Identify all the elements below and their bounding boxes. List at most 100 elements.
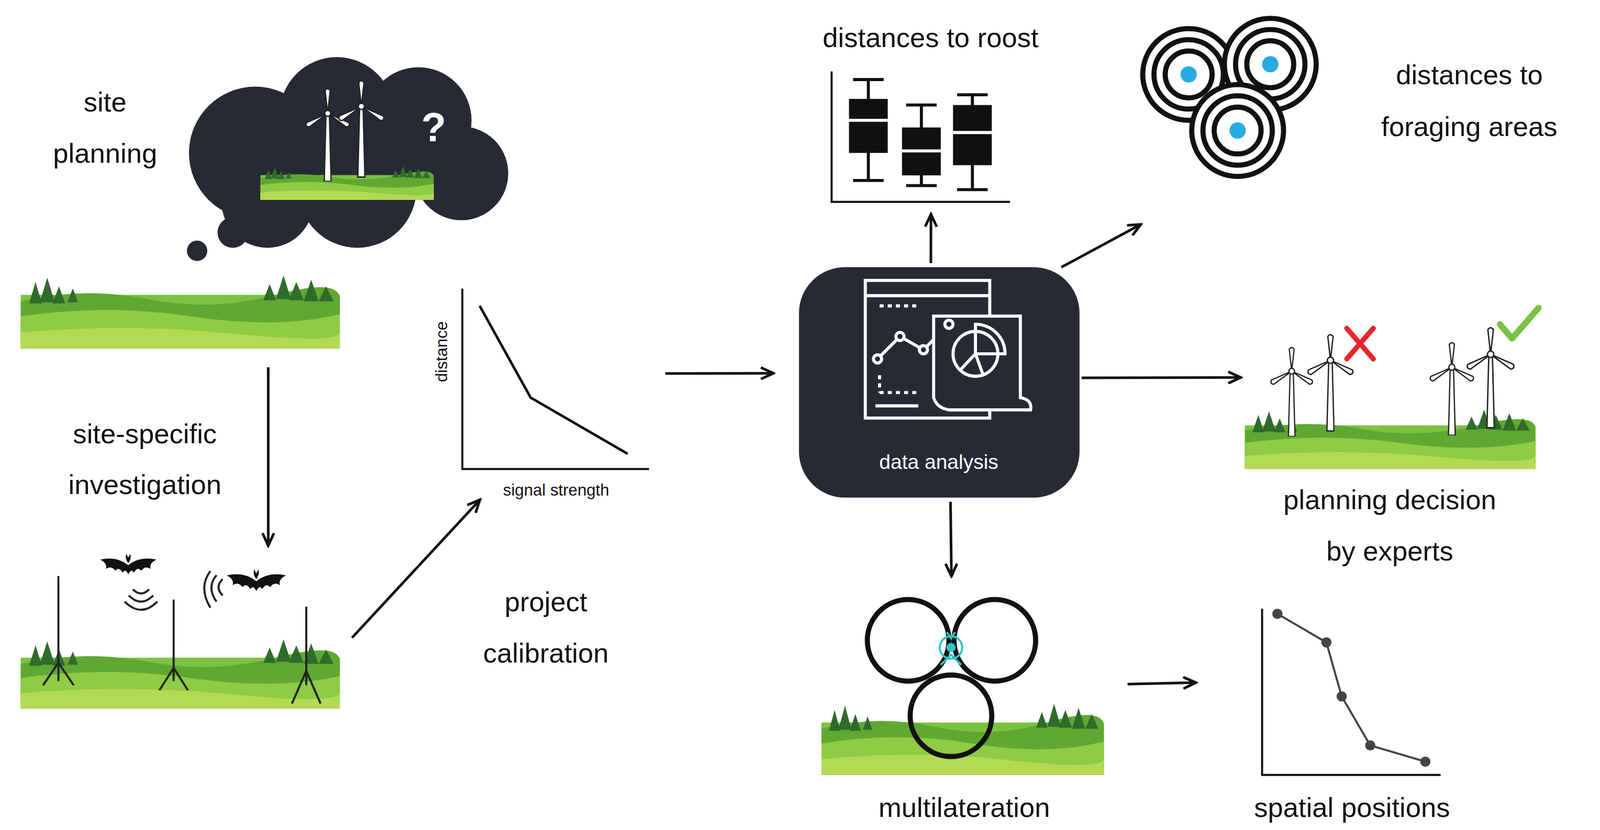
analysis-box	[919, 346, 928, 355]
arrow-line	[1081, 376, 1241, 380]
flow-arrow	[950, 502, 952, 577]
multilateration-panel: multilateration	[821, 596, 1105, 776]
arrow-line	[950, 502, 952, 577]
node-label: spatial positions	[1253, 791, 1450, 825]
decision-landscape	[1306, 334, 1354, 431]
investigation-landscape	[20, 639, 340, 709]
calibration-plot	[479, 306, 628, 455]
box-plot	[852, 179, 884, 183]
investigation-landscape	[159, 668, 174, 691]
positions-plot	[1321, 637, 1332, 648]
investigation-landscape	[218, 579, 223, 596]
cloud-landscape	[260, 80, 434, 200]
analysis-box	[945, 320, 954, 329]
positions-plot	[1420, 757, 1431, 768]
decision-landscape	[1245, 307, 1539, 470]
positions-panel: spatial positions	[1262, 607, 1441, 776]
multilateration-figure	[867, 600, 950, 682]
analysis-box	[798, 267, 1080, 498]
investigation-landscape	[58, 662, 74, 686]
analysis-box	[873, 320, 953, 364]
foraging-rings	[1214, 107, 1262, 155]
positions-plot	[1262, 608, 1441, 776]
decision-landscape	[1270, 347, 1314, 437]
decision-landscape	[1346, 328, 1374, 359]
calibration-panel: project calibration	[453, 280, 653, 475]
foraging-dots	[1229, 122, 1246, 139]
node-label: project calibration	[467, 576, 625, 679]
arrow-line	[351, 500, 480, 639]
calibration-plot	[462, 288, 650, 470]
foraging-rings	[1165, 50, 1213, 98]
site-landscape	[20, 275, 340, 349]
investigation-panel: site-specific investigation	[20, 550, 340, 709]
box-plot	[906, 184, 937, 188]
analysis-box	[798, 267, 1080, 498]
node-label: multilateration	[878, 791, 1051, 825]
decision-landscape	[1346, 328, 1374, 359]
cloud-landscape	[260, 166, 434, 200]
analysis-box	[879, 391, 919, 395]
box-plot	[852, 78, 884, 82]
cloud-landscape	[305, 89, 351, 182]
box-plot	[952, 105, 992, 166]
analysis-box	[933, 316, 1031, 410]
foraging-panel: distances to foraging areas	[1140, 18, 1322, 184]
investigation-landscape	[20, 553, 340, 709]
flow-arrow	[1127, 682, 1197, 685]
multilateration-figure	[821, 704, 1105, 776]
investigation-landscape	[292, 671, 307, 704]
multilateration-figure	[909, 675, 992, 758]
analysis-box	[865, 294, 991, 298]
foraging-rings	[1191, 84, 1284, 177]
flow-arrow	[665, 373, 774, 374]
analysis-box	[878, 375, 882, 393]
analysis-box	[895, 332, 905, 341]
investigation-landscape	[132, 589, 150, 594]
box-plot	[957, 187, 988, 192]
box-plot	[849, 120, 993, 151]
node-label: site-specific investigation	[55, 408, 235, 511]
investigation-landscape	[211, 575, 217, 603]
decision-landscape	[1500, 307, 1539, 339]
node-label: distances to roost	[822, 20, 1039, 55]
positions-plot	[1272, 608, 1283, 619]
decision-panel: planning decision by experts	[1245, 310, 1536, 470]
flow-arrow	[351, 500, 480, 639]
decision-landscape	[1465, 327, 1515, 428]
foraging-rings	[1203, 95, 1273, 165]
decision-landscape	[1346, 328, 1374, 359]
box-plot	[849, 118, 888, 122]
investigation-landscape	[306, 671, 321, 704]
thought-cloud	[217, 217, 248, 248]
positions-plot	[1364, 740, 1375, 751]
flow-arrow	[930, 214, 931, 264]
foraging-dots	[1262, 56, 1279, 73]
box-plot	[831, 71, 1010, 202]
positions-plot	[1277, 614, 1426, 763]
node-label: planning decision by experts	[1274, 474, 1505, 577]
multilateration-figure	[939, 632, 963, 665]
box-plot	[952, 130, 992, 135]
investigation-landscape	[226, 569, 286, 592]
foraging-dots	[1180, 66, 1197, 83]
positions-plot	[1336, 691, 1347, 702]
positions-plot	[1272, 608, 1431, 768]
box-plot	[902, 127, 941, 176]
node-label: distances to foraging areas	[1374, 48, 1564, 153]
node-label: site planning	[39, 76, 171, 179]
foraging-rings	[1142, 18, 1317, 177]
flow-arrow	[268, 367, 269, 547]
question-mark: ?	[421, 103, 447, 153]
arrow-line	[267, 367, 270, 547]
box-plot	[831, 71, 1010, 202]
site-landscape	[20, 275, 340, 349]
foraging-rings	[1246, 40, 1294, 88]
arrow-line	[1061, 224, 1141, 268]
box-plot	[906, 103, 937, 107]
arrow-line	[665, 372, 774, 375]
multilateration-figure	[940, 654, 962, 665]
investigation-landscape	[204, 571, 211, 608]
